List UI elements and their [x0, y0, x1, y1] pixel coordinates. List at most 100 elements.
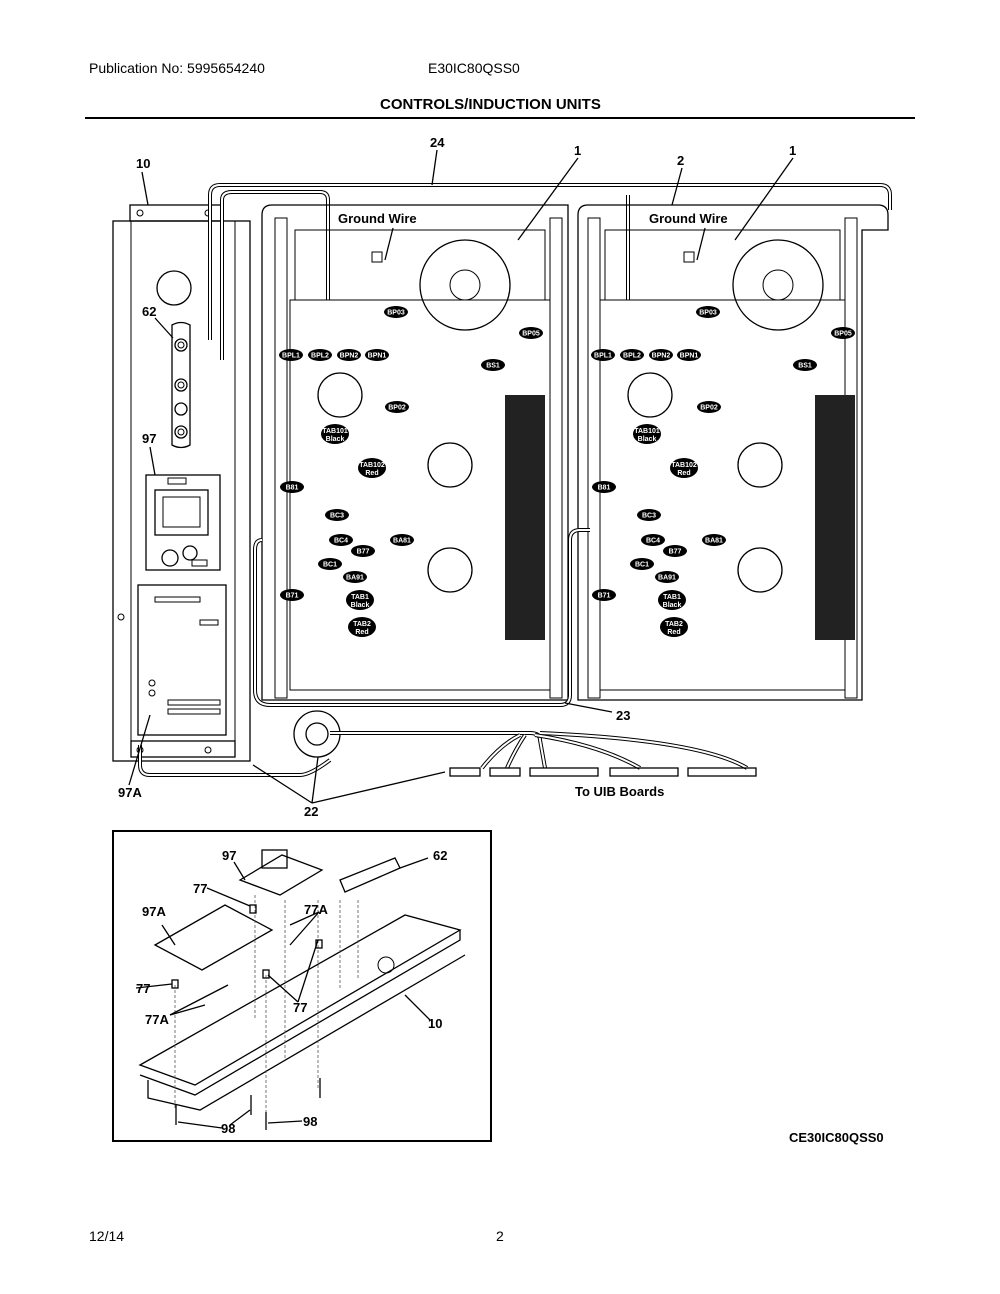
uib-connector: [529, 767, 599, 777]
tag-bubble: [308, 349, 332, 361]
inset-callout-98: 98: [303, 1114, 317, 1129]
tag-subtext: Red: [667, 629, 680, 636]
board-tag-bpl1-right: BPL1: [591, 349, 615, 361]
board-tag-bc4-right: BC4: [641, 534, 665, 546]
control-bracket: [112, 204, 251, 762]
tag-text: TAB1: [663, 594, 681, 601]
wire-harness-22: [138, 710, 757, 777]
tag-text: B81: [598, 485, 611, 492]
tag-bubble: [384, 306, 408, 318]
inset-callout-62: 62: [433, 848, 447, 863]
callout-2: 2: [677, 153, 684, 168]
tag-bubble: [831, 327, 855, 339]
diagram-code: CE30IC80QSS0: [789, 1130, 884, 1145]
tag-bubble: [385, 401, 409, 413]
tag-bubble: [592, 481, 616, 493]
board-tag-bc1-left: BC1: [318, 558, 342, 570]
board-tag-bs1-left: BS1: [481, 359, 505, 371]
tag-bubble: [630, 558, 654, 570]
board-tag-bp02-left: BP02: [385, 401, 409, 413]
terminal-block: [171, 321, 191, 449]
tag-text: TAB2: [665, 621, 683, 628]
board-tag-bpn1-right: BPN1: [677, 349, 701, 361]
tag-text: BPN2: [652, 353, 671, 360]
control-board: [137, 584, 227, 736]
board-tag-bc3-left: BC3: [325, 509, 349, 521]
publication-date: 12/14: [89, 1228, 125, 1244]
leader-lines: [128, 149, 794, 804]
board-tag-bs1-right: BS1: [793, 359, 817, 371]
tag-text: BP03: [387, 310, 405, 317]
tag-bubble: [702, 534, 726, 546]
inset-callout-77: 77: [293, 1000, 307, 1015]
tag-bubble: [329, 534, 353, 546]
board-tag-b81-right: B81: [592, 481, 616, 493]
tag-bubble: [663, 545, 687, 557]
tag-subtext: Red: [677, 470, 690, 477]
power-supply-board: [145, 474, 221, 571]
board-tag-b77-right: B77: [663, 545, 687, 557]
model-number: E30IC80QSS0: [428, 60, 520, 76]
tag-text: BPL2: [623, 353, 641, 360]
uib-connector: [489, 767, 521, 777]
tag-bubble: [649, 349, 673, 361]
header-rule: [85, 117, 915, 119]
inset-callout-77: 77: [136, 981, 150, 996]
tag-text: BP03: [699, 310, 717, 317]
callout-10: 10: [136, 156, 150, 171]
tag-text: B77: [357, 549, 370, 556]
tag-text: B77: [669, 549, 682, 556]
tag-text: TAB102: [671, 462, 697, 469]
inset-exploded-view: [112, 830, 492, 1142]
inset-callout-98: 98: [221, 1121, 235, 1136]
callout-1: 1: [574, 143, 581, 158]
board-tag-bc4-left: BC4: [329, 534, 353, 546]
ground-wire-label: Ground Wire: [649, 211, 728, 226]
board-tag-b71-left: B71: [280, 589, 304, 601]
tag-text: BS1: [798, 363, 812, 370]
inset-callout-97: 97: [222, 848, 236, 863]
tag-bubble: [358, 458, 386, 478]
publication-number: Publication No: 5995654240: [89, 60, 265, 76]
board-tag-bpl2-left: BPL2: [308, 349, 332, 361]
callout-62: 62: [142, 304, 156, 319]
tag-text: TAB1: [351, 594, 369, 601]
tag-bubble: [697, 401, 721, 413]
tag-text: B71: [598, 593, 611, 600]
ground-wire-label: Ground Wire: [338, 211, 417, 226]
tag-text: B71: [286, 593, 299, 600]
tag-bubble: [793, 359, 817, 371]
tag-text: BC3: [642, 513, 656, 520]
section-title: CONTROLS/INDUCTION UNITS: [380, 96, 601, 113]
tag-bubble: [365, 349, 389, 361]
tag-bubble: [481, 359, 505, 371]
tag-bubble: [677, 349, 701, 361]
tag-bubble: [390, 534, 414, 546]
uib-connector: [687, 767, 757, 777]
tag-bubble: [696, 306, 720, 318]
board-tag-bc3-right: BC3: [637, 509, 661, 521]
tag-bubble: [660, 617, 688, 637]
tag-subtext: Black: [326, 436, 345, 443]
tag-bubble: [637, 509, 661, 521]
tag-text: BA91: [658, 575, 676, 582]
wire-harness-24: [208, 183, 892, 360]
tag-bubble: [592, 589, 616, 601]
tag-subtext: Black: [351, 602, 370, 609]
tag-text: BPN1: [368, 353, 387, 360]
tag-bubble: [337, 349, 361, 361]
tag-bubble: [346, 590, 374, 610]
tag-text: BP05: [834, 331, 852, 338]
board-tag-bp03-left: BP03: [384, 306, 408, 318]
tag-bubble: [633, 424, 661, 444]
tag-bubble: [280, 481, 304, 493]
tag-text: BA81: [393, 538, 411, 545]
tag-text: BC3: [330, 513, 344, 520]
tag-text: BC1: [635, 562, 649, 569]
tag-bubble: [519, 327, 543, 339]
tag-text: B81: [286, 485, 299, 492]
